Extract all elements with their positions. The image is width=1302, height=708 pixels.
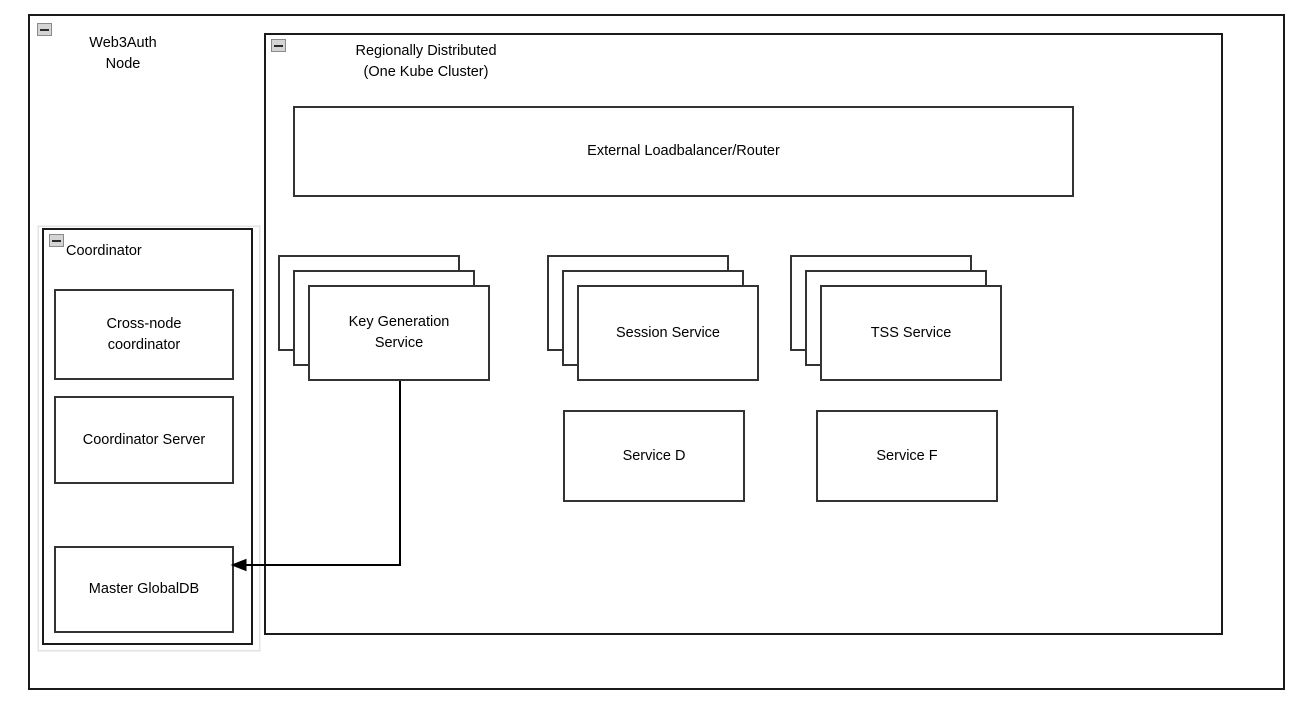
master-globaldb-label: Master GlobalDB: [88, 581, 200, 598]
service-f-box[interactable]: Service F: [816, 410, 998, 502]
kube-cluster-label: Regionally Distributed (One Kube Cluster…: [355, 43, 497, 80]
web3auth-node-label: Web3Auth Node: [89, 35, 157, 72]
external-loadbalancer-router-label: External Loadbalancer/Router: [587, 143, 780, 160]
coordinator-label: Coordinator: [66, 243, 142, 259]
coordinator-server-box[interactable]: Coordinator Server: [54, 396, 234, 484]
service-d-box[interactable]: Service D: [563, 410, 745, 502]
service-d-label: Service D: [622, 447, 686, 464]
kube-cluster-collapse-icon[interactable]: [271, 39, 286, 52]
session-service-replica-front[interactable]: Session Service: [577, 285, 759, 381]
external-loadbalancer-router-box[interactable]: External Loadbalancer/Router: [293, 106, 1074, 197]
key-generation-service-stack[interactable]: Key Generation Service: [278, 255, 490, 381]
key-generation-service-label: Key Generation Service: [348, 314, 450, 351]
session-service-label: Session Service: [616, 324, 720, 341]
tss-service-replica-front[interactable]: TSS Service: [820, 285, 1002, 381]
tss-service-label: TSS Service: [870, 324, 952, 341]
tss-service-stack[interactable]: TSS Service: [790, 255, 1002, 381]
service-f-label: Service F: [876, 447, 938, 464]
key-generation-service-replica-front[interactable]: Key Generation Service: [308, 285, 490, 381]
cross-node-coordinator-label: Cross-node coordinator: [106, 315, 182, 353]
cross-node-coordinator-box[interactable]: Cross-node coordinator: [54, 289, 234, 380]
master-globaldb-box[interactable]: Master GlobalDB: [54, 546, 234, 633]
coordinator-server-label: Coordinator Server: [82, 431, 206, 448]
web3auth-node-collapse-icon[interactable]: [37, 23, 52, 36]
session-service-stack[interactable]: Session Service: [547, 255, 759, 381]
coordinator-collapse-icon[interactable]: [49, 234, 64, 247]
